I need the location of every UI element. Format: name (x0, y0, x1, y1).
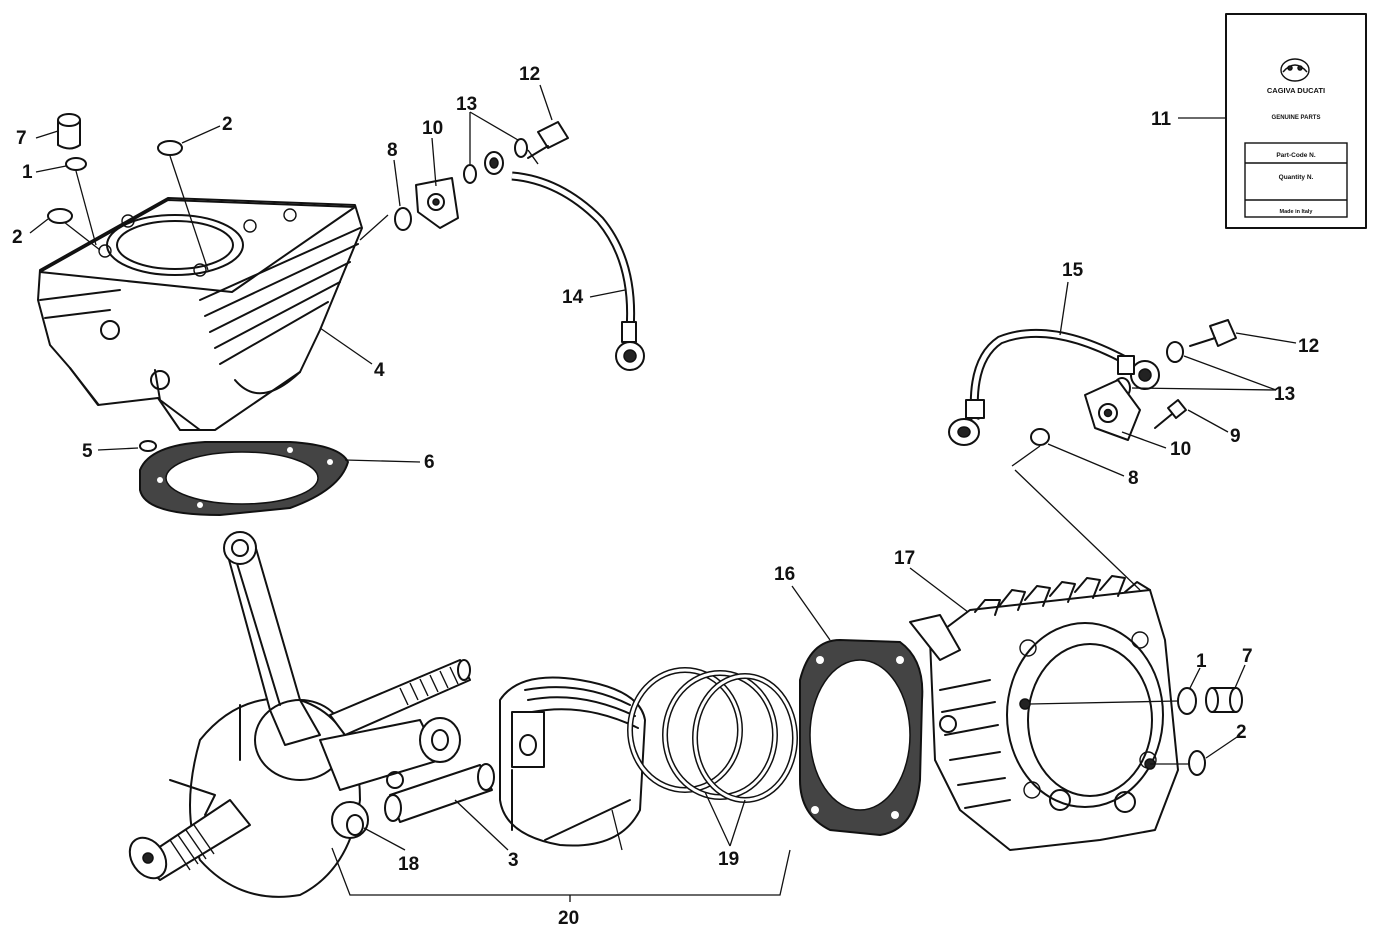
crankshaft-assembly (128, 531, 471, 898)
front-cylinder (37, 197, 363, 431)
oil-pipe-14 (511, 171, 645, 371)
callout-7-rear: 7 (1242, 646, 1253, 667)
callout-4: 4 (374, 360, 385, 381)
callout-16: 16 (774, 564, 795, 585)
callout-9: 9 (1230, 426, 1241, 447)
dowel-front (57, 113, 81, 150)
parts-card: CAGIVA DUCATI GENUINE PARTS Part-Code N.… (1225, 13, 1367, 229)
o-ring-8-rear (1030, 428, 1050, 446)
dowel-rear (1205, 687, 1243, 713)
callout-1-rear: 1 (1196, 651, 1207, 672)
piston (499, 676, 646, 847)
o-ring-2-front-a (157, 140, 183, 156)
piston-pin (384, 763, 495, 823)
callout-2-rear: 2 (1236, 722, 1247, 743)
callout-10-rear: 10 (1170, 439, 1191, 460)
callout-3: 3 (508, 850, 519, 871)
card-made-in: Made in Italy (1279, 209, 1313, 215)
callout-15: 15 (1062, 260, 1084, 281)
card-part-code: Part-Code N. (1276, 152, 1316, 159)
rear-cylinder (909, 575, 1179, 851)
card-genuine: GENUINE PARTS (1272, 115, 1321, 121)
callout-12-rear: 12 (1298, 336, 1319, 357)
o-ring-2-rear (1188, 750, 1206, 776)
o-ring-1-front (65, 157, 87, 171)
callout-19: 19 (718, 849, 739, 870)
washer-13-rear-b (1166, 341, 1184, 363)
callout-8-rear: 8 (1128, 468, 1139, 489)
bolt-12-front (527, 121, 569, 165)
o-ring-2-front-b (47, 208, 73, 224)
callout-7-front: 7 (16, 128, 27, 149)
rear-cylinder-gasket (799, 638, 924, 837)
flange-10-rear (1084, 379, 1141, 441)
callout-5: 5 (82, 441, 93, 462)
leader-lines (29, 84, 1297, 902)
callout-14: 14 (562, 287, 584, 308)
o-ring-8-front (394, 207, 412, 231)
callout-1-front: 1 (22, 162, 33, 183)
callout-13-front: 13 (456, 94, 477, 115)
callout-2-front-a: 2 (222, 114, 233, 135)
ducati-logo-icon (1280, 58, 1310, 82)
callout-10-front: 10 (422, 118, 443, 139)
oil-pipe-15 (948, 328, 1160, 446)
callout-2-front-b: 2 (12, 227, 23, 248)
callout-17: 17 (894, 548, 915, 569)
front-cylinder-gasket (139, 441, 350, 517)
callout-12-front: 12 (519, 64, 540, 85)
callout-18: 18 (398, 854, 419, 875)
banjo-front (484, 151, 504, 175)
bolt-12-rear (1189, 319, 1237, 347)
callout-8-front: 8 (387, 140, 398, 161)
callout-6: 6 (424, 452, 435, 473)
callout-13-rear: 13 (1274, 384, 1295, 405)
screw-9 (1154, 399, 1187, 429)
flange-10-front (415, 177, 459, 229)
callout-labels: 7 1 2 2 4 5 6 8 10 13 12 14 11 15 12 13 … (12, 64, 1319, 929)
o-ring-5 (139, 440, 157, 452)
card-brand: CAGIVA DUCATI (1267, 86, 1325, 95)
callout-20: 20 (558, 908, 579, 929)
callout-11: 11 (1151, 109, 1172, 130)
card-quantity: Quantity N. (1279, 174, 1314, 181)
o-ring-1-rear (1177, 687, 1197, 715)
piston-rings (627, 667, 798, 803)
washer-13-front-a (463, 164, 477, 184)
washer-13-front-b (514, 138, 528, 158)
